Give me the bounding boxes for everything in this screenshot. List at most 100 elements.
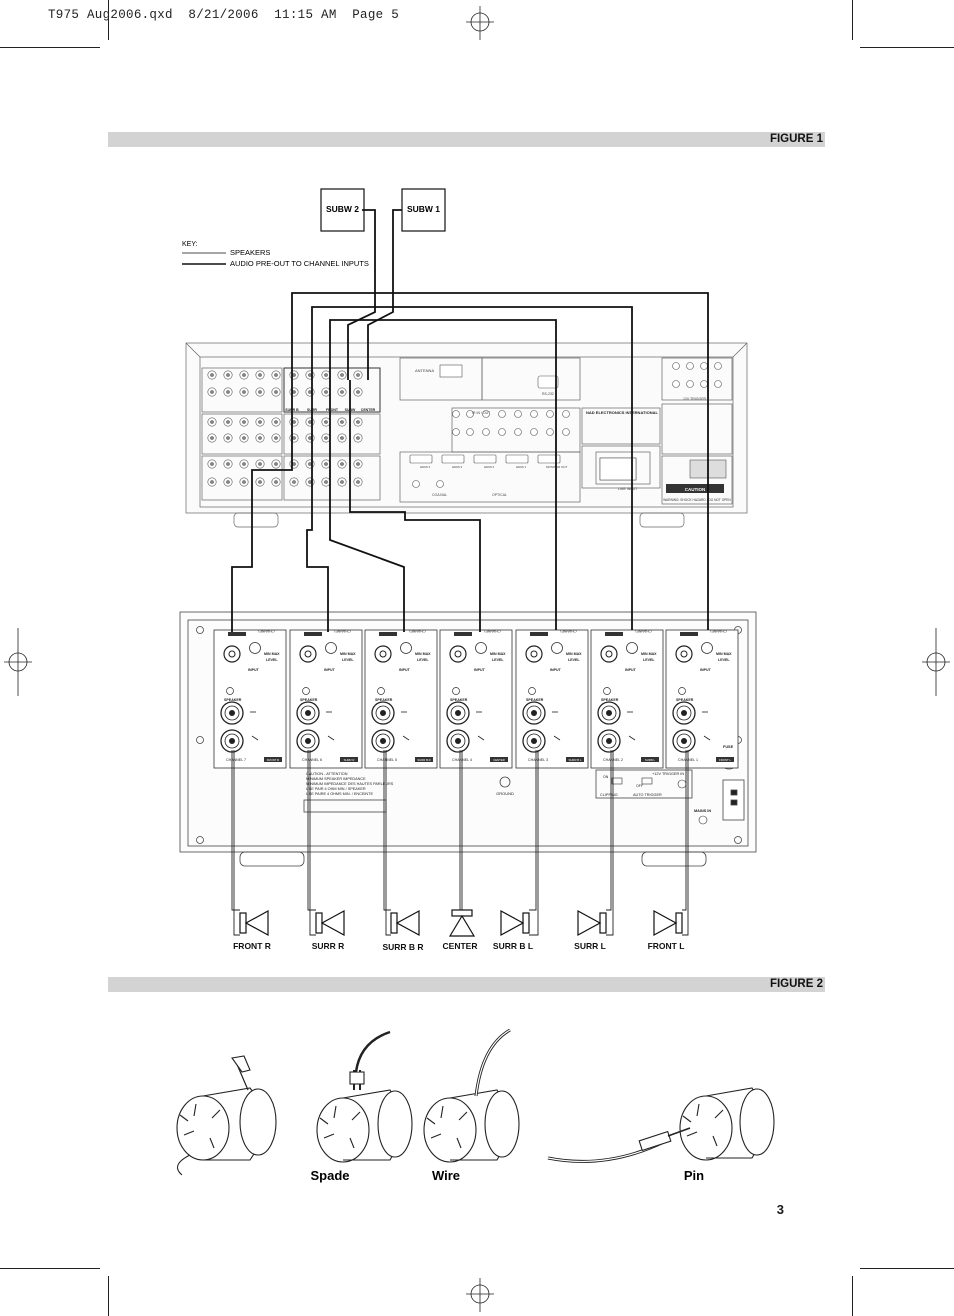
rca-jack	[686, 362, 694, 370]
rca-jack	[700, 380, 708, 388]
level-knob[interactable]	[551, 642, 563, 654]
svg-text:CHANNEL: CHANNEL	[333, 629, 350, 633]
rca-jack	[672, 362, 680, 370]
page-number: 3	[776, 1202, 784, 1217]
channel-tag: SURR L	[645, 758, 656, 762]
level-knob[interactable]	[249, 642, 261, 654]
channel-tag: FRONT R	[267, 758, 279, 762]
coaxial-label: COAXIAL	[432, 493, 447, 497]
channel-label: CHANNEL 6	[302, 758, 322, 762]
binding-post-spade	[316, 1030, 413, 1163]
speaker-label: SURR B R	[382, 942, 423, 952]
figure-1-header: FIGURE 1	[108, 132, 825, 147]
speaker-label: CENTER	[443, 941, 478, 951]
wire-label: Wire	[432, 1168, 460, 1183]
rca-jack	[514, 410, 522, 418]
antenna-label: ANTENNA	[415, 368, 434, 373]
rca-jack	[700, 362, 708, 370]
rca-jack	[436, 480, 444, 488]
crop-mark	[860, 1268, 954, 1269]
rca-jack	[498, 428, 506, 436]
crop-mark	[0, 47, 100, 48]
preout-center-label: CENTER	[361, 408, 376, 412]
binding-post-wire	[423, 1028, 520, 1163]
amp-caution-line-3: MINIMUM IMPEDANCE DES HAUTES PARLEURS	[306, 782, 394, 786]
speaker-1: FRONT R	[233, 909, 271, 951]
trigger-label: 12V TRIGGER	[683, 397, 707, 401]
svg-text:SPEAKER: SPEAKER	[601, 698, 619, 702]
fuse-label: FUSE	[723, 745, 734, 749]
key-title: KEY:	[182, 241, 198, 248]
speaker-6: SURR L	[574, 909, 607, 951]
rca-jack	[412, 480, 420, 488]
svg-text:MIN MAX: MIN MAX	[415, 652, 431, 656]
svg-text:SPEAKER: SPEAKER	[526, 698, 544, 702]
level-knob[interactable]	[325, 642, 337, 654]
svg-text:INPUT: INPUT	[399, 668, 411, 672]
rca-jack	[530, 410, 538, 418]
rca-jack	[562, 410, 570, 418]
binding-post-loosen	[176, 1055, 277, 1176]
rca-jack	[686, 380, 694, 388]
amp-caution-line-5: USE PAIRE 4 OHMS MIN. / ENCEINTE	[306, 792, 373, 796]
level-knob[interactable]	[701, 642, 713, 654]
spade-label: Spade	[310, 1168, 349, 1183]
hdmi-port	[441, 454, 465, 464]
channel-tag: CENTER	[493, 758, 505, 762]
hdmi-port	[473, 454, 497, 464]
svg-text:LEVEL: LEVEL	[342, 658, 354, 662]
subwoofer-2-label: SUBW 2	[326, 204, 359, 214]
subwoofer-2: SUBW 2	[320, 188, 365, 232]
antenna-connector	[439, 364, 463, 378]
auto-trigger-label: AUTO TRIGGER	[633, 793, 662, 797]
svg-text:INPUT: INPUT	[700, 668, 712, 672]
hdmi-2-label: HDMI 2	[484, 465, 494, 469]
svg-text:CHANNEL: CHANNEL	[634, 629, 651, 633]
svg-text:SPEAKER: SPEAKER	[676, 698, 694, 702]
crop-mark	[852, 0, 853, 40]
svg-text:LEVEL: LEVEL	[492, 658, 504, 662]
rca-jack	[482, 410, 490, 418]
svg-text:MIN MAX: MIN MAX	[340, 652, 356, 656]
level-knob[interactable]	[475, 642, 487, 654]
svg-text:INPUT: INPUT	[324, 668, 336, 672]
rca-jack	[466, 428, 474, 436]
amplifier-misc-labels: GROUND CAUTION - ATTENTION MINIMUM SPEAK…	[306, 745, 734, 825]
channel-tag: SURR B L	[569, 758, 582, 762]
svg-text:SPEAKER: SPEAKER	[450, 698, 468, 702]
diagram-key: KEY: SPEAKERS AUDIO PRE-OUT TO CHANNEL I…	[182, 241, 369, 268]
svg-text:LEVEL: LEVEL	[266, 658, 278, 662]
rca-jack	[714, 380, 722, 388]
figure-2-labels: Spade Wire Pin	[310, 1168, 704, 1183]
svg-text:INPUT: INPUT	[550, 668, 562, 672]
svg-text:CHANNEL: CHANNEL	[483, 629, 500, 633]
crop-mark	[108, 0, 109, 40]
hdmi-3-label: HDMI 3	[452, 465, 462, 469]
caution-label: CAUTION	[685, 487, 706, 492]
rs232-label: RS-232	[542, 392, 554, 396]
rca-jack	[452, 410, 460, 418]
speaker-7: FRONT L	[648, 909, 684, 951]
svg-text:LEVEL: LEVEL	[417, 658, 429, 662]
level-knob[interactable]	[626, 642, 638, 654]
ground-label: GROUND	[496, 791, 514, 796]
amp-caution-line-4: USE PAIR 4 OHM MIN / SPEAKER	[306, 787, 366, 791]
channel-label: CHANNEL 7	[226, 758, 246, 762]
speaker-3: SURR B R	[382, 909, 424, 952]
channel-label: CHANNEL 5	[377, 758, 397, 762]
level-knob[interactable]	[400, 642, 412, 654]
hdmi-port	[505, 454, 529, 464]
svg-text:MIN MAX: MIN MAX	[264, 652, 280, 656]
svg-text:CHANNEL: CHANNEL	[559, 629, 576, 633]
figure-1-title: FIGURE 1	[769, 133, 823, 145]
svg-text:SPEAKER: SPEAKER	[224, 698, 242, 702]
svg-text:SPEAKER: SPEAKER	[300, 698, 318, 702]
